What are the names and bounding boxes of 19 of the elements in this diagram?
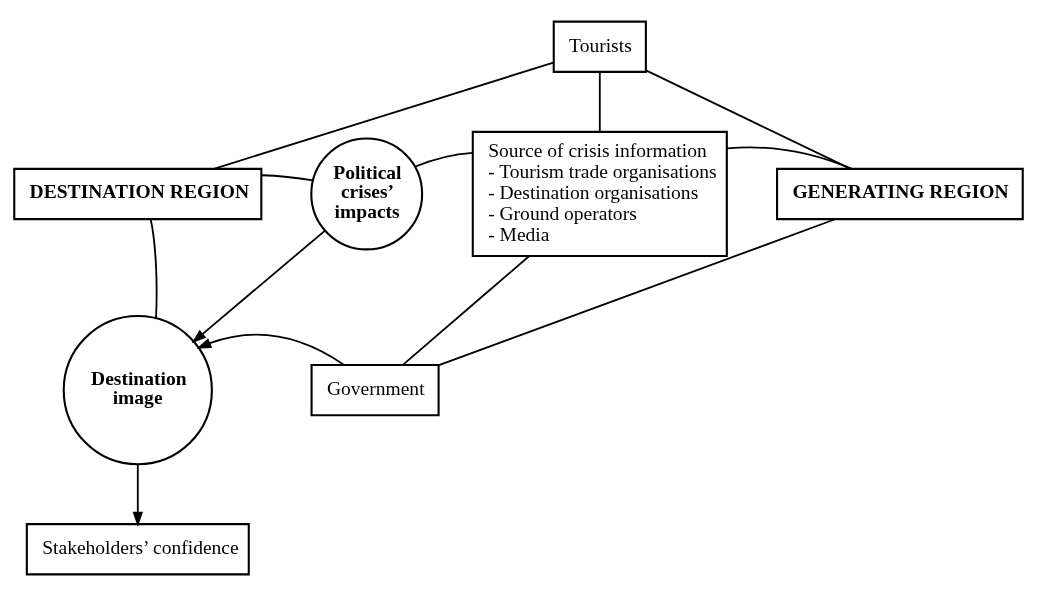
connector	[645, 68, 851, 169]
connector	[726, 146, 853, 170]
node-box: Government	[310, 363, 440, 416]
node-box: Tourists	[552, 20, 647, 73]
connector	[438, 217, 836, 366]
node-box: GENERATING REGION	[776, 167, 1024, 220]
connector	[149, 218, 158, 319]
node-box: DESTINATION REGION	[13, 167, 263, 220]
arrow	[196, 333, 346, 366]
connector	[414, 151, 474, 168]
node-box: Source of crisis information - Tourism trade organisations - Destination organisations - Ground operators - Media	[471, 130, 728, 257]
arrow	[132, 462, 143, 527]
connector	[213, 61, 555, 170]
node-circle: Political crises’ impacts	[310, 137, 424, 250]
connector	[401, 255, 530, 366]
connector	[260, 173, 314, 181]
arrow	[191, 229, 326, 343]
node-box: Stakeholders’ confidence	[25, 522, 250, 575]
connector	[598, 70, 601, 132]
